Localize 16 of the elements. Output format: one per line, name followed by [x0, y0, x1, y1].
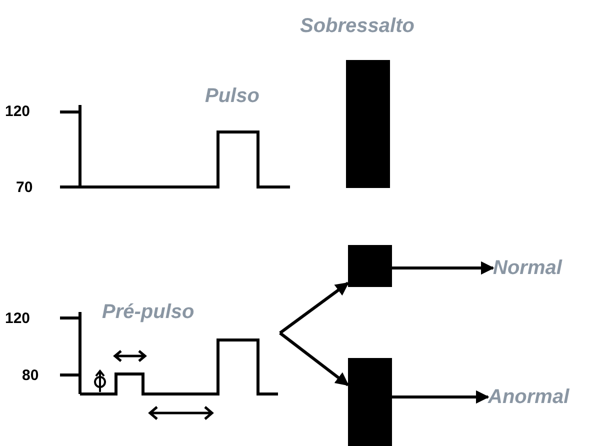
- outcome-label: Normal: [493, 258, 562, 278]
- axis-value: 120: [5, 311, 30, 326]
- arrow: [392, 261, 494, 275]
- stimulus-label: Pré-pulso: [102, 302, 194, 322]
- axis-value: 70: [16, 180, 33, 195]
- response-bar: [348, 358, 392, 446]
- arrow: [279, 332, 350, 386]
- arrow: [392, 390, 490, 404]
- response-heading: Sobressalto: [300, 16, 414, 36]
- axis-value: 120: [5, 104, 30, 119]
- arrow: [279, 282, 350, 334]
- response-bar: [348, 245, 392, 287]
- axis-value: 80: [22, 368, 39, 383]
- stimulus-label: Pulso: [205, 86, 260, 106]
- outcome-label: Anormal: [488, 387, 570, 407]
- response-bar: [346, 60, 390, 188]
